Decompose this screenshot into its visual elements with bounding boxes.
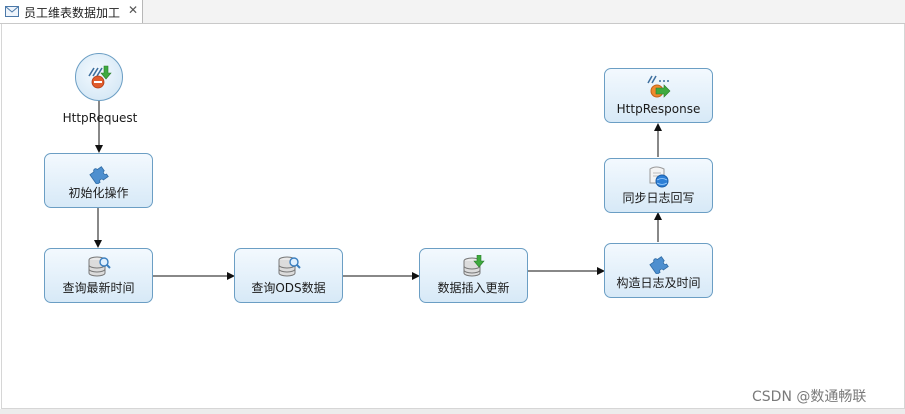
tab-employee-dim-processing[interactable]: 员工维表数据加工 ✕	[0, 0, 143, 23]
envelope-icon	[5, 6, 19, 17]
close-icon[interactable]: ✕	[128, 3, 139, 17]
web-service-icon	[649, 166, 668, 188]
puzzle-icon	[648, 256, 669, 274]
node-label: 构造日志及时间	[616, 276, 701, 290]
build-log-time-node[interactable]: 构造日志及时间	[604, 243, 713, 298]
http-response-icon	[646, 75, 670, 98]
database-search-icon	[278, 256, 301, 277]
bottom-scroll-strip	[0, 409, 905, 414]
tab-title: 员工维表数据加工	[24, 6, 121, 20]
node-label: 查询最新时间	[62, 281, 135, 295]
init-operation-node[interactable]: 初始化操作	[44, 153, 153, 208]
editor-tab-bar: 员工维表数据加工 ✕	[0, 0, 905, 24]
watermark-text: CSDN @数通畅联	[752, 389, 867, 405]
database-insert-icon	[463, 255, 485, 277]
node-label: 同步日志回写	[622, 191, 695, 205]
node-label: 数据插入更新	[437, 281, 510, 295]
http-request-node[interactable]	[75, 53, 123, 101]
node-label: 初始化操作	[68, 186, 129, 200]
sync-log-writeback-node[interactable]: 同步日志回写	[604, 158, 713, 213]
query-latest-time-node[interactable]: 查询最新时间	[44, 248, 153, 303]
http-request-icon	[88, 65, 112, 89]
node-label: HttpResponse	[616, 102, 701, 116]
database-search-icon	[88, 256, 111, 277]
node-label: 查询ODS数据	[251, 281, 326, 295]
data-insert-update-node[interactable]: 数据插入更新	[419, 248, 528, 303]
http-response-node[interactable]: HttpResponse	[604, 68, 713, 123]
puzzle-icon	[88, 166, 109, 184]
query-ods-data-node[interactable]: 查询ODS数据	[234, 248, 343, 303]
http-request-label: HttpRequest	[62, 111, 138, 125]
flow-canvas[interactable]	[1, 24, 905, 409]
